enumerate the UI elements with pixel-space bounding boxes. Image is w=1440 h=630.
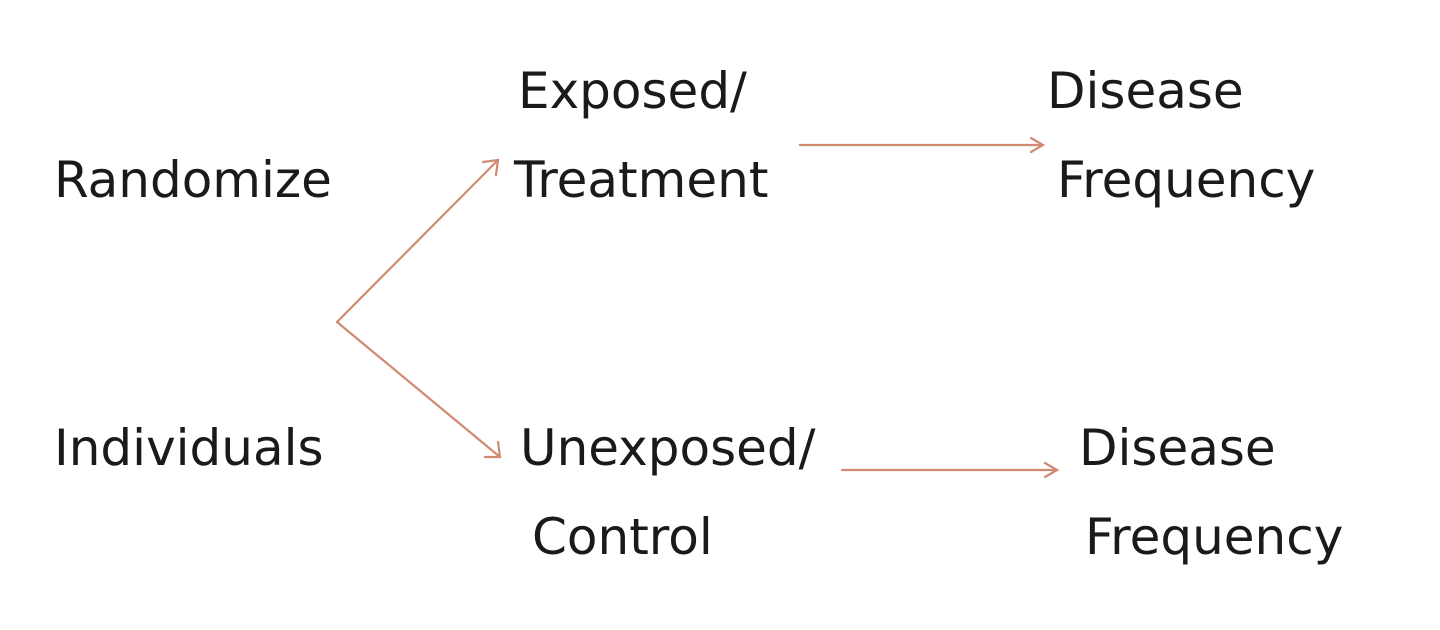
unexposed-label: Unexposed/ [520,419,816,477]
randomize-label: Randomize [54,151,332,209]
lower-frequency-label: Frequency [1085,508,1344,566]
arrowhead-unexposed-to-disease [1043,461,1060,479]
lower-disease-label: Disease [1079,419,1276,477]
exposed-label: Exposed/ [518,62,747,120]
arrowhead-exposed-to-disease [1029,136,1046,154]
arrow-to-unexposed [335,320,502,459]
arrowhead-to-exposed [481,158,500,177]
arrowhead-to-unexposed [483,440,502,459]
individuals-label: Individuals [54,419,324,477]
upper-frequency-label: Frequency [1057,151,1316,209]
treatment-label: Treatment [514,151,769,209]
control-label: Control [532,508,713,566]
upper-disease-label: Disease [1047,62,1244,120]
arrow-to-exposed [335,158,500,324]
